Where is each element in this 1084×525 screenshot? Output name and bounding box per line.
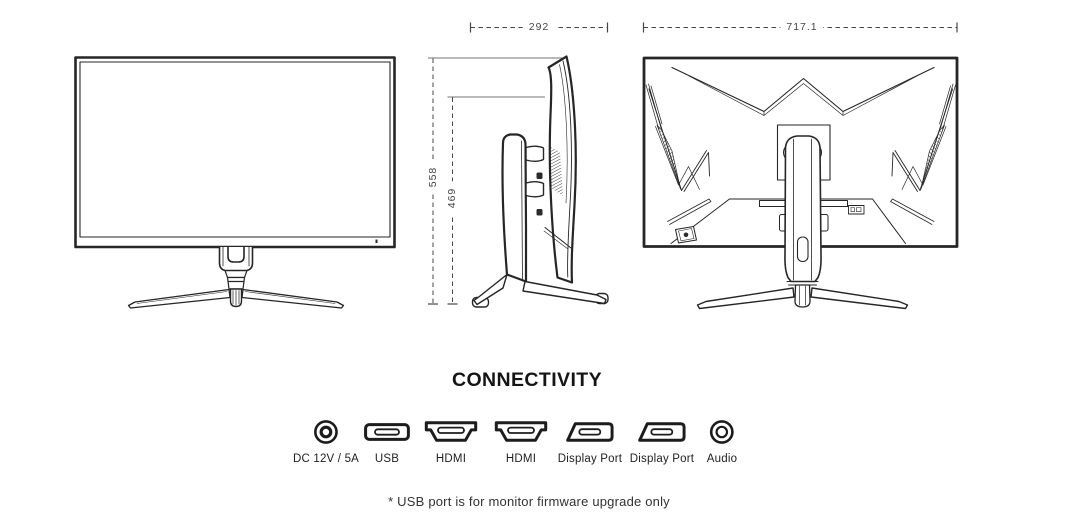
port-label: Display Port [629, 453, 695, 465]
port-label: Audio [706, 453, 738, 465]
regulatory-label [848, 205, 865, 215]
side-vent-hatch [548, 146, 563, 196]
dc-power-icon [314, 420, 338, 444]
power-inlet [675, 226, 697, 244]
usb-footnote: * USB port is for monitor firmware upgra… [388, 494, 670, 509]
monitor-side-view [471, 55, 609, 308]
front-leg-right [241, 288, 345, 309]
cable-hole [227, 246, 245, 263]
side-leg-front [473, 273, 508, 306]
hdmi-icon [424, 421, 478, 442]
port-displayport-2: Display Port [630, 418, 694, 465]
front-bezel [74, 56, 396, 249]
port-label: DC 12V / 5A [292, 453, 360, 465]
dimension-depth: 292 [522, 21, 556, 33]
port-dc-power: DC 12V / 5A [293, 418, 359, 465]
audio-jack-icon [710, 420, 734, 444]
port-label: HDMI [505, 453, 537, 465]
side-leg-rear [522, 280, 607, 305]
side-hinge-arm-upper [525, 145, 545, 163]
displayport-icon [566, 422, 614, 442]
wing-hatch [656, 124, 681, 190]
side-hinge-arm-lower [525, 180, 545, 198]
displayport-icon [638, 422, 686, 442]
port-label: Display Port [557, 453, 623, 465]
port-displayport-1: Display Port [558, 418, 622, 465]
side-knob-upper [536, 172, 543, 179]
dimension-width: 717.1 [780, 21, 824, 33]
side-stand-column [501, 133, 528, 283]
power-led [375, 239, 378, 243]
dimension-total-height: 558 [427, 160, 439, 194]
monitor-dimension-diagram [74, 22, 959, 310]
monitor-back-view [642, 56, 959, 310]
dimension-panel-height: 469 [446, 181, 458, 215]
front-stand-neck [218, 246, 254, 272]
back-leg-left [696, 287, 795, 310]
back-clamp [794, 284, 811, 308]
port-label: USB [374, 453, 400, 465]
side-knob-lower [536, 209, 543, 216]
hdmi-icon [494, 421, 548, 442]
front-hinge [226, 276, 246, 290]
back-wing-accent-left [645, 83, 712, 225]
back-leg-right [810, 287, 909, 310]
port-audio: Audio [707, 418, 737, 465]
port-usb: USB [364, 418, 410, 465]
front-leg-left [127, 288, 231, 309]
cable-slot [796, 236, 809, 263]
port-hdmi-1: HDMI [424, 418, 478, 465]
front-screen [79, 61, 391, 238]
connectivity-title: CONNECTIVITY [452, 369, 602, 391]
usb-icon [364, 423, 410, 441]
port-label: HDMI [435, 453, 467, 465]
monitor-front-view [74, 56, 396, 309]
back-stand-column [784, 135, 822, 283]
back-top-accent [671, 66, 935, 113]
port-hdmi-2: HDMI [494, 418, 548, 465]
